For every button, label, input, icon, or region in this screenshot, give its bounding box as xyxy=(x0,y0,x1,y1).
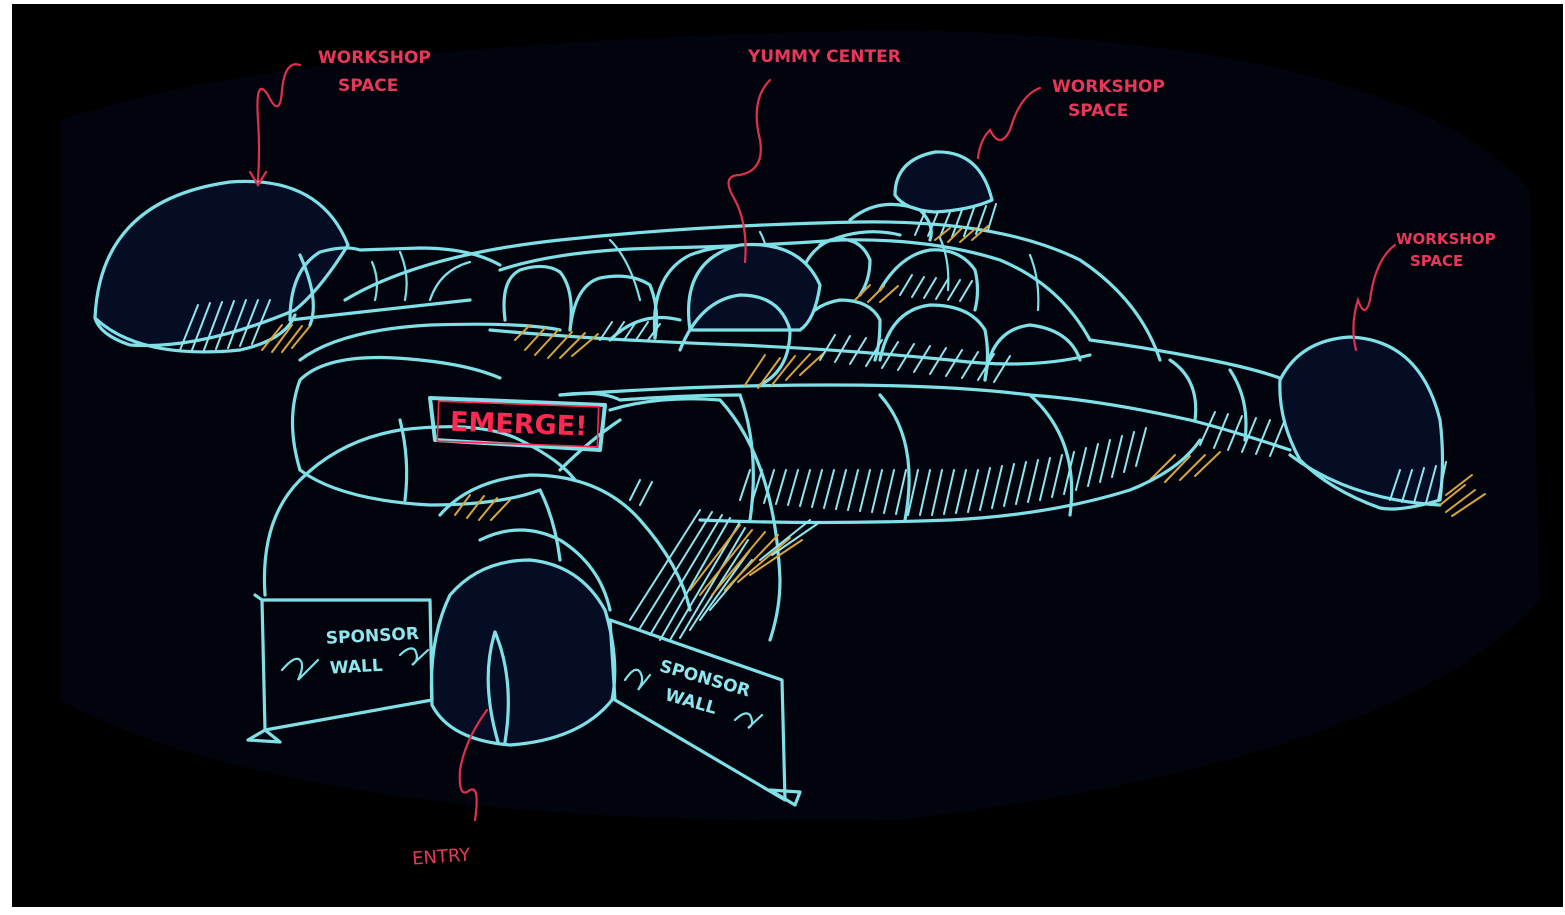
label-workshop-middle-line2: SPACE xyxy=(1068,101,1128,121)
label-sponsor-left-line2: WALL xyxy=(329,656,383,679)
label-yummy-center: YUMMY CENTER xyxy=(747,47,901,67)
emerge-sign-text: EMERGE! xyxy=(449,407,587,443)
label-entry-text: ENTRY xyxy=(411,845,472,870)
label-workshop-right-line2: SPACE xyxy=(1410,252,1463,270)
label-workshop-left-line2: SPACE xyxy=(338,76,398,96)
entry-dome xyxy=(431,560,614,745)
label-workshop-left-line1: WORKSHOP xyxy=(318,48,431,68)
label-entry: ENTRY xyxy=(411,845,472,870)
label-workshop-middle-line1: WORKSHOP xyxy=(1052,77,1165,97)
label-yummy-center-text: YUMMY CENTER xyxy=(747,47,901,67)
label-workshop-right-line1: WORKSHOP xyxy=(1396,230,1496,248)
